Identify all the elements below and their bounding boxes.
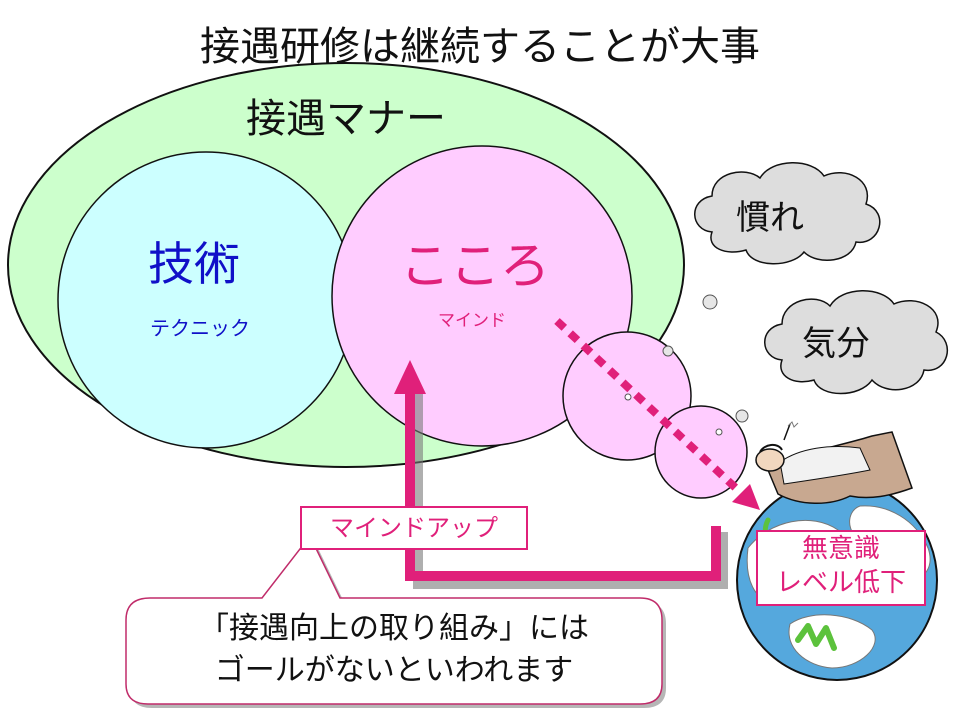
callout-line1: 「接遇向上の取り組み」には [199,611,589,646]
cloud-top-label: 慣れ [736,198,804,238]
mind-sublabel: マインド [438,311,506,331]
callout-line2: ゴールがないといわれます [214,653,574,688]
technique-circle [57,151,355,449]
decline-arrow-head [732,484,760,510]
dot-1 [702,294,718,310]
page-title: 接遇研修は継続することが大事 [200,24,760,70]
outer-label: 接遇マナー [246,96,446,142]
technique-sublabel: テクニック [150,316,250,340]
dot-5 [715,428,723,436]
callout-bubble [125,534,666,708]
technique-label: 技術 [148,237,240,291]
mind-up-box: マインドアップ [300,506,528,550]
decline-arrow-line [554,318,743,495]
reclining-person-icon [755,421,913,504]
dot-4 [624,393,632,401]
callout-text: 「接遇向上の取り組み」には ゴールがないといわれます [126,608,662,692]
dot-2 [662,345,674,357]
unconscious-line1: 無意識 [801,534,880,564]
mind-up-arrow [394,360,728,589]
cloud-bottom [764,290,948,395]
cloud-bottom-label: 気分 [802,324,870,364]
mind-label: こころ [400,237,550,295]
unconscious-box: 無意識 レベル低下 [756,530,926,606]
cloud-top [694,162,881,265]
dot-3 [735,409,749,423]
unconscious-line2: レベル低下 [775,568,906,598]
